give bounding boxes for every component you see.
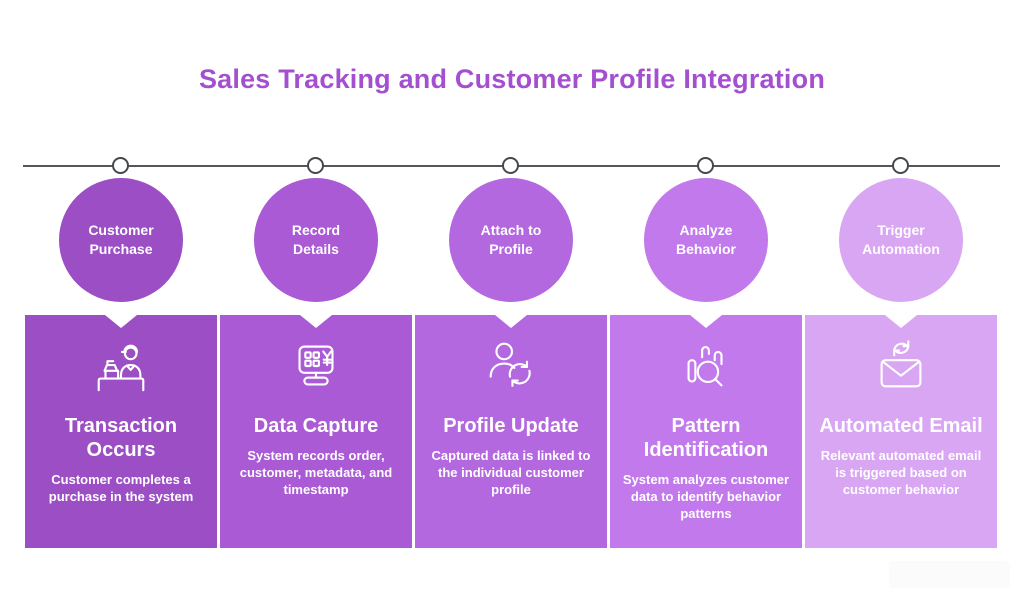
card-pattern-identification: Pattern Identification System analyzes c… bbox=[610, 315, 802, 548]
step-circle-customer-purchase: Customer Purchase bbox=[59, 178, 183, 302]
circle-label: Attach to bbox=[480, 222, 542, 239]
step-circle-analyze-behavior: Analyze Behavior bbox=[644, 178, 768, 302]
card-profile-update: Profile Update Captured data is linked t… bbox=[415, 315, 607, 548]
page-title: Sales Tracking and Customer Profile Inte… bbox=[198, 64, 826, 94]
card-title: Transaction Occurs bbox=[64, 415, 178, 461]
card-title: Pattern Identification bbox=[643, 415, 769, 461]
step-circle-trigger-automation: Trigger Automation bbox=[839, 178, 963, 302]
card-automated-email: Automated Email Relevant automated email… bbox=[805, 315, 997, 548]
circle-label: Record bbox=[291, 222, 341, 239]
card-description: System records order, customer, metadata… bbox=[239, 448, 393, 498]
watermark bbox=[889, 561, 1010, 588]
pos-terminal-icon bbox=[231, 335, 401, 397]
timeline-node-3 bbox=[502, 157, 519, 174]
steps-cards-row: Transaction Occurs Customer completes a … bbox=[25, 315, 997, 548]
card-description: Relevant automated email is triggered ba… bbox=[820, 448, 982, 498]
cashier-register-icon bbox=[36, 335, 206, 397]
card-title: Profile Update bbox=[443, 415, 579, 437]
person-sync-icon bbox=[426, 335, 596, 397]
circle-label: Profile bbox=[489, 241, 533, 257]
circle-label: Analyze bbox=[679, 222, 733, 239]
circle-label: Trigger bbox=[877, 222, 925, 239]
email-sync-icon bbox=[816, 335, 986, 397]
card-description: System analyzes customer data to identif… bbox=[622, 472, 790, 522]
timeline-node-2 bbox=[307, 157, 324, 174]
card-transaction-occurs: Transaction Occurs Customer completes a … bbox=[25, 315, 217, 548]
circle-label: Customer bbox=[88, 222, 154, 239]
card-description: Customer completes a purchase in the sys… bbox=[48, 472, 194, 505]
timeline-node-1 bbox=[112, 157, 129, 174]
timeline-node-5 bbox=[892, 157, 909, 174]
step-circle-attach-to-profile: Attach to Profile bbox=[449, 178, 573, 302]
circle-label: Purchase bbox=[89, 241, 153, 257]
circle-label: Automation bbox=[862, 241, 940, 257]
circle-label: Details bbox=[293, 241, 339, 257]
card-data-capture: Data Capture System records order, custo… bbox=[220, 315, 412, 548]
step-circle-record-details: Record Details bbox=[254, 178, 378, 302]
card-title: Data Capture bbox=[253, 415, 379, 437]
card-description: Captured data is linked to the individua… bbox=[431, 448, 591, 498]
chart-magnifier-icon bbox=[621, 335, 791, 397]
card-title: Automated Email bbox=[819, 415, 983, 437]
circle-label: Behavior bbox=[676, 241, 736, 257]
timeline-node-4 bbox=[697, 157, 714, 174]
